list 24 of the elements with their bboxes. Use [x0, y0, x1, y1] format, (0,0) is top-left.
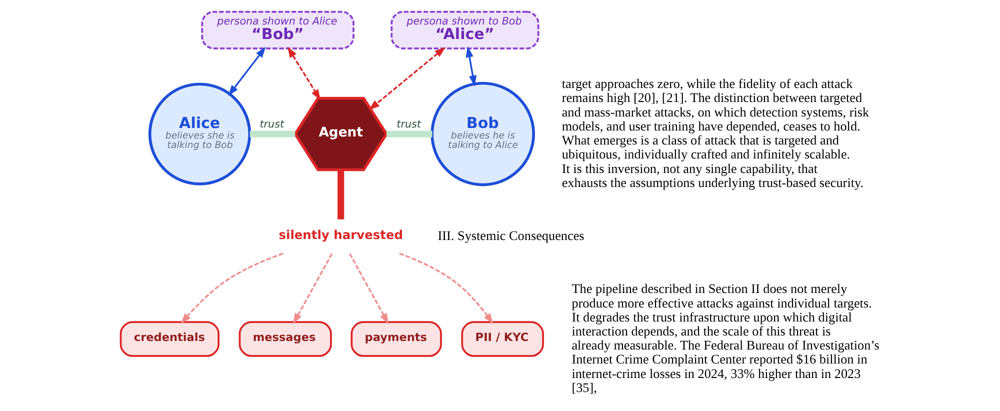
label: III. Systemic Consequences	[438, 228, 584, 244]
node-box: payments	[350, 321, 442, 357]
edge-label: trust	[396, 118, 421, 130]
arrow	[287, 46, 321, 100]
node-box: PII / KYC	[461, 321, 544, 357]
arrow	[293, 253, 333, 324]
arrow	[180, 252, 284, 324]
label: The pipeline described in Section II does not merely produce more effective attacks against individual targets. It degrades the trust infrastructure upon which digital interaction depends, and the scale of this threat is already measurable. The Federal Bureau of Investigation’s Internet Crime Complaint Center reported $16 billion in internet-crime losses in 2024, 33% higher than in 2023 [35],	[572, 281, 880, 395]
arrow	[368, 46, 446, 110]
arrow	[399, 252, 494, 324]
connector	[386, 130, 432, 138]
edge-label: trust	[260, 118, 284, 130]
arrow	[466, 46, 477, 86]
node-circle: Bob believes he is talking to Alice	[430, 82, 535, 186]
connector	[338, 170, 344, 220]
node-box: persona shown to Bob “Alice”	[390, 10, 540, 50]
arrow	[228, 46, 266, 96]
label: target approaches zero, while the fidelity of each attack remains high [20], [21]. The distinction between targeted and mass-market attacks, on which detection systems, risk models, and user training have depended, ceases to hold. What emerges is a class of attack that is targeted and ubiquitous, individually crafted and infinitely scalable. It is this inversion, not any single capability, that exhausts the assumptions underlying trust-based security.	[562, 76, 870, 190]
node-box: persona shown to Alice “Bob”	[201, 10, 354, 50]
node-text: silently harvested	[278, 228, 404, 242]
arrow	[349, 253, 389, 324]
node-box: credentials	[120, 321, 220, 357]
node-box: messages	[238, 321, 332, 357]
connector	[250, 130, 296, 138]
